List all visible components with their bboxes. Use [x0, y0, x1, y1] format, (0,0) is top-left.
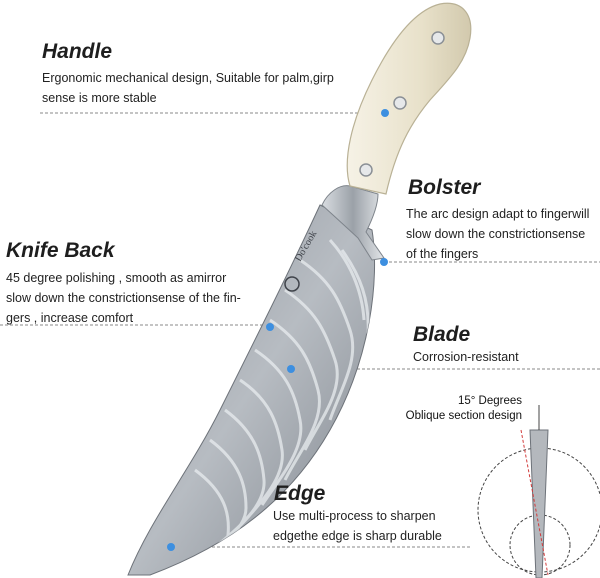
edge-marker	[167, 543, 175, 551]
edge-section-labels: 15° Degrees Oblique section design	[388, 394, 522, 424]
knife-back-marker	[266, 323, 274, 331]
blade-logo-emblem	[284, 276, 300, 292]
handle-marker	[381, 109, 389, 117]
bolster-title: Bolster	[408, 176, 481, 199]
bolster-shape	[321, 185, 385, 261]
rivet-icon	[431, 31, 445, 45]
knife-back-desc-line: gers , increase comfort	[6, 311, 134, 325]
blade-marker	[287, 365, 295, 373]
handle-desc-line: sense is more stable	[42, 91, 157, 105]
bolster-desc-line: of the fingers	[406, 247, 479, 261]
edge-title: Edge	[274, 482, 326, 505]
edge-desc-line: Use multi-process to sharpen	[273, 509, 436, 523]
bolster-description: The arc design adapt to fingerwill slow …	[406, 204, 589, 264]
edge-description: Use multi-process to sharpen edgethe edg…	[273, 506, 442, 546]
handle-title: Handle	[42, 40, 113, 63]
handle-description: Ergonomic mechanical design, Suitable fo…	[42, 68, 334, 108]
blade-title: Blade	[413, 323, 471, 346]
knife-back-description: 45 degree polishing , smooth as amirror …	[6, 268, 241, 328]
edge-section-diagram	[477, 405, 600, 578]
edge-profile-shape	[529, 429, 549, 578]
edge-desc-line: edgethe edge is sharp durable	[273, 529, 442, 543]
bolster-desc-line: slow down the constrictionsense	[406, 227, 586, 241]
bolster-desc-line: The arc design adapt to fingerwill	[406, 207, 590, 221]
angle-guide-line	[520, 429, 549, 576]
knife-back-desc-line: slow down the constrictionsense of the f…	[6, 291, 241, 305]
blade-description: Corrosion-resistant	[413, 347, 519, 367]
knife-back-desc-line: 45 degree polishing , smooth as amirror	[6, 271, 227, 285]
angle-label: 15° Degrees	[457, 395, 522, 407]
blade-desc-line: Corrosion-resistant	[413, 350, 519, 364]
bolster-marker	[380, 258, 388, 266]
handle-desc-line: Ergonomic mechanical design, Suitable fo…	[42, 71, 334, 85]
rivet-icon	[393, 96, 407, 110]
section-label: Oblique section design	[405, 410, 522, 422]
knife-back-title: Knife Back	[6, 239, 115, 262]
handle-shape	[346, 2, 472, 195]
rivet-icon	[359, 163, 373, 177]
